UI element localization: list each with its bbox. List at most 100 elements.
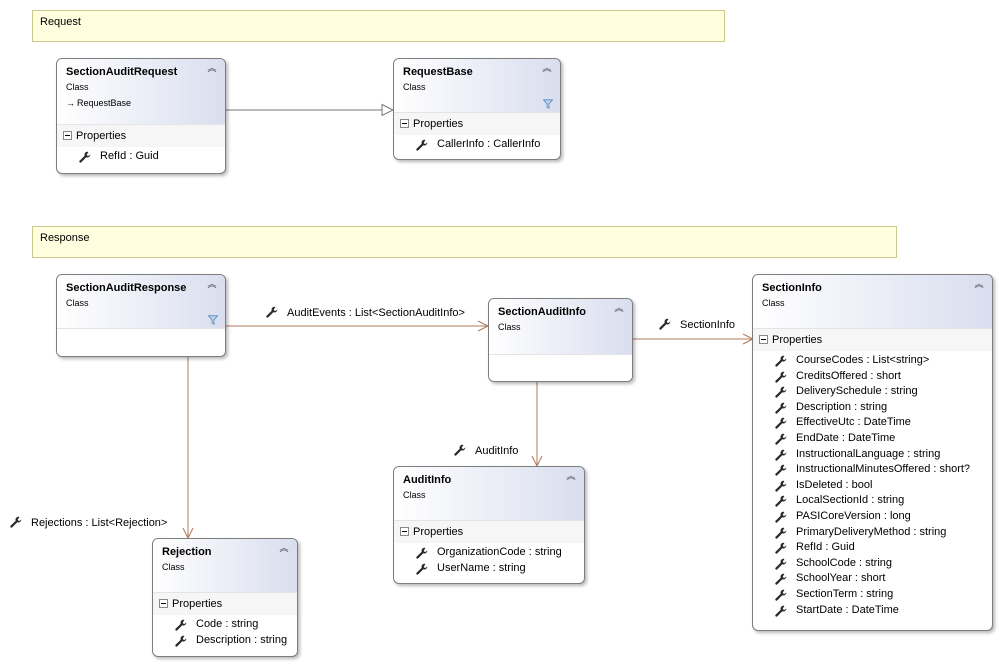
property-item[interactable]: InstructionalLanguage : string xyxy=(753,447,992,463)
collapse-section-icon[interactable] xyxy=(400,526,409,536)
class-section-audit-info[interactable]: SectionAuditInfo Class ︽ xyxy=(488,298,633,382)
wrench-icon xyxy=(775,605,787,617)
property-item[interactable]: Code : string xyxy=(153,617,297,633)
wrench-icon xyxy=(775,495,787,507)
section-info-connector[interactable] xyxy=(633,333,755,345)
property-item[interactable]: PASICoreVersion : long xyxy=(753,509,992,525)
members-list: CallerInfo : CallerInfo xyxy=(394,135,560,157)
property-item[interactable]: RefId : Guid xyxy=(753,540,992,556)
class-audit-info[interactable]: AuditInfo Class ︽ Properties Organizatio… xyxy=(393,466,585,584)
double-chevron-up-icon[interactable]: ︽ xyxy=(207,279,217,289)
wrench-icon xyxy=(775,573,787,585)
class-name: SectionAuditRequest xyxy=(66,66,178,78)
class-name: SectionAuditResponse xyxy=(66,282,187,294)
section-info-association-label[interactable]: SectionInfo xyxy=(659,318,735,332)
wrench-icon xyxy=(175,635,187,647)
request-region-label: Request xyxy=(40,16,81,28)
property-item[interactable]: CourseCodes : List<string> xyxy=(753,353,992,369)
property-item[interactable]: Description : string xyxy=(753,400,992,416)
properties-section-header[interactable]: Properties xyxy=(394,520,584,543)
property-item[interactable]: PrimaryDeliveryMethod : string xyxy=(753,525,992,541)
property-item[interactable]: UserName : string xyxy=(394,561,584,577)
class-header[interactable]: SectionInfo Class ︽ xyxy=(753,275,992,328)
property-item[interactable]: IsDeleted : bool xyxy=(753,478,992,494)
class-header[interactable]: AuditInfo Class ︽ xyxy=(394,467,584,520)
collapse-section-icon[interactable] xyxy=(159,598,168,608)
filter-icon[interactable] xyxy=(208,315,218,325)
members-list: Code : string Description : string xyxy=(153,615,297,652)
audit-events-connector[interactable] xyxy=(226,320,490,332)
wrench-icon xyxy=(175,619,187,631)
class-section-info[interactable]: SectionInfo Class ︽ Properties CourseCod… xyxy=(752,274,993,631)
wrench-icon xyxy=(775,527,787,539)
response-region[interactable]: Response xyxy=(32,226,897,258)
wrench-icon xyxy=(775,464,787,476)
request-region[interactable]: Request xyxy=(32,10,725,42)
class-body xyxy=(57,328,225,356)
property-item[interactable]: CreditsOffered : short xyxy=(753,369,992,385)
wrench-icon xyxy=(10,516,22,528)
inheritance-connector[interactable] xyxy=(226,103,395,117)
property-item[interactable]: InstructionalMinutesOffered : short? xyxy=(753,462,992,478)
property-item[interactable]: EffectiveUtc : DateTime xyxy=(753,415,992,431)
class-kind: Class xyxy=(162,562,185,572)
audit-info-association-label[interactable]: AuditInfo xyxy=(454,444,518,458)
property-item[interactable]: LocalSectionId : string xyxy=(753,493,992,509)
arrow-right-icon: → xyxy=(66,98,75,108)
double-chevron-up-icon[interactable]: ︽ xyxy=(566,471,576,481)
members-list: RefId : Guid xyxy=(57,147,225,169)
properties-section-header[interactable]: Properties xyxy=(394,112,560,135)
filter-icon[interactable] xyxy=(543,99,553,109)
properties-section-header[interactable]: Properties xyxy=(153,592,297,615)
audit-events-label[interactable]: AuditEvents : List<SectionAuditInfo> xyxy=(266,306,465,320)
property-item[interactable]: OrganizationCode : string xyxy=(394,545,584,561)
rejections-connector[interactable] xyxy=(182,356,194,540)
rejections-label[interactable]: Rejections : List<Rejection> xyxy=(10,516,167,530)
double-chevron-up-icon[interactable]: ︽ xyxy=(974,279,984,289)
wrench-icon xyxy=(775,417,787,429)
collapse-section-icon[interactable] xyxy=(759,334,768,344)
properties-section-header[interactable]: Properties xyxy=(753,328,992,351)
class-header[interactable]: SectionAuditRequest Class →RequestBase ︽ xyxy=(57,59,225,124)
property-item[interactable]: RefId : Guid xyxy=(57,149,225,165)
class-body xyxy=(489,354,632,381)
wrench-icon xyxy=(659,318,671,330)
class-section-audit-request[interactable]: SectionAuditRequest Class →RequestBase ︽… xyxy=(56,58,226,174)
class-request-base[interactable]: RequestBase Class ︽ Properties CallerInf… xyxy=(393,58,561,160)
wrench-icon xyxy=(266,306,278,318)
class-name: AuditInfo xyxy=(403,474,452,486)
members-list: OrganizationCode : string UserName : str… xyxy=(394,543,584,580)
base-class: →RequestBase xyxy=(66,98,132,108)
properties-section-header[interactable]: Properties xyxy=(57,124,225,147)
class-header[interactable]: Rejection Class ︽ xyxy=(153,539,297,592)
property-item[interactable]: EndDate : DateTime xyxy=(753,431,992,447)
wrench-icon xyxy=(775,355,787,367)
class-rejection[interactable]: Rejection Class ︽ Properties Code : stri… xyxy=(152,538,298,657)
class-kind: Class xyxy=(762,298,785,308)
double-chevron-up-icon[interactable]: ︽ xyxy=(542,63,552,73)
wrench-icon xyxy=(775,402,787,414)
property-item[interactable]: StartDate : DateTime xyxy=(753,603,992,619)
property-item[interactable]: CallerInfo : CallerInfo xyxy=(394,137,560,153)
class-kind: Class xyxy=(403,490,426,500)
property-item[interactable]: SchoolCode : string xyxy=(753,556,992,572)
property-item[interactable]: DeliverySchedule : string xyxy=(753,384,992,400)
class-header[interactable]: RequestBase Class ︽ xyxy=(394,59,560,112)
class-kind: Class xyxy=(66,298,89,308)
class-kind: Class xyxy=(498,322,521,332)
class-section-audit-response[interactable]: SectionAuditResponse Class ︽ xyxy=(56,274,226,357)
double-chevron-up-icon[interactable]: ︽ xyxy=(279,543,289,553)
double-chevron-up-icon[interactable]: ︽ xyxy=(614,303,624,313)
class-header[interactable]: SectionAuditInfo Class ︽ xyxy=(489,299,632,354)
members-list: CourseCodes : List<string>CreditsOffered… xyxy=(753,351,992,622)
collapse-section-icon[interactable] xyxy=(63,130,72,140)
double-chevron-up-icon[interactable]: ︽ xyxy=(207,63,217,73)
audit-info-connector[interactable] xyxy=(531,381,543,468)
class-header[interactable]: SectionAuditResponse Class ︽ xyxy=(57,275,225,328)
collapse-section-icon[interactable] xyxy=(400,118,409,128)
wrench-icon xyxy=(775,542,787,554)
property-item[interactable]: Description : string xyxy=(153,633,297,649)
property-item[interactable]: SchoolYear : short xyxy=(753,571,992,587)
property-item[interactable]: SectionTerm : string xyxy=(753,587,992,603)
wrench-icon xyxy=(416,563,428,575)
